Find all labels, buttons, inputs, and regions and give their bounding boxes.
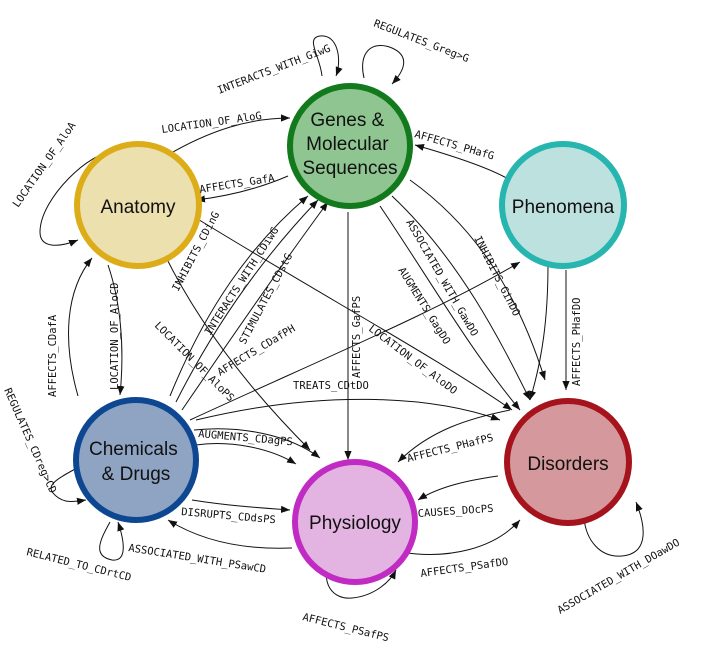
label-affects-phafdo: AFFECTS_PHafDO [571,297,583,386]
label-affects-phafps: AFFECTS_PHafPS [406,432,495,465]
edge-affects-phafg [414,144,511,181]
node-chemicals[interactable]: Chemicals & Drugs [73,397,199,523]
node-chemicals-circle[interactable] [73,397,199,523]
node-phenomena-label: Phenomena [512,197,615,218]
edge-inhibits-gindo [409,179,546,381]
edge-location-of-alog [165,114,291,157]
node-physiology[interactable]: Physiology [292,459,418,585]
node-genes-circle[interactable] [287,83,413,209]
edge-stimulates-cdstg [181,201,329,411]
label-affects-gafps: AFFECTS_GafPS [351,296,363,378]
label-disrupts-cddsps: DISRUPTS_CDdsPS [181,506,277,526]
edge-interacts-with-cdiwg [175,199,319,403]
edge-related-to-cdrtcd [99,521,125,561]
edge-causes-docps [417,475,499,501]
edge-interacts-with-giwg [313,35,343,77]
node-physiology-circle[interactable] [292,459,418,585]
node-phenomena-circle[interactable] [499,141,627,269]
node-chemicals-label: Chemicals & Drugs [89,439,183,485]
label-affects-cdafa: AFFECTS_CDafA [47,314,59,397]
edge-disrupts-cddsps [191,499,291,513]
edge-location-of-alocd [107,264,125,396]
node-phenomena[interactable]: Phenomena [499,141,627,269]
node-anatomy[interactable]: Anatomy [74,141,202,269]
edge-affects-cdafph [189,261,521,421]
edge-affects-psafdo [399,519,521,555]
node-anatomy-label: Anatomy [101,197,176,218]
edge-location-of-alodo [195,217,513,411]
edge-chem-phys-2 [193,428,321,459]
edge-augments-gagdo [379,205,521,411]
edge-phenomena-disorders-2 [529,263,549,401]
label-associated-with-doawdo: ASSOCIATED_WITH_DOawDO [556,537,682,617]
node-genes-label: Genes & Molecular Sequences [302,110,397,179]
label-treats-cdtdo: TREATS_CDtDO [293,380,369,392]
label-location-of-aloa: LOCATION_OF_AloA [11,119,79,209]
label-augments-cdagps: AUGMENTS_CDagPS [198,428,294,448]
label-regulates-cdreg-cd: REGULATES_CDreg>CD [1,386,58,495]
edge-treats-cdtdo [195,398,501,421]
edge-affects-gafa [195,175,289,203]
edge-regulates-greg-g [362,45,405,85]
edge-associated-with-psawcd [167,519,293,549]
edge-augments-cdagps [195,443,297,465]
edge-location-of-aloa [39,152,113,247]
label-interacts-with-giwg: INTERACTS_WITH_GiwG [216,43,332,97]
node-disorders[interactable]: Disorders [504,398,632,526]
node-physiology-label: Physiology [309,513,401,534]
node-disorders-circle[interactable] [504,398,632,526]
edge-associated-with-gawdo [391,195,531,401]
label-affects-psafdo: AFFECTS_PSafDO [420,556,509,580]
label-causes-docps: CAUSES_DOcPS [417,503,494,520]
label-affects-psafps: AFFECTS_PSafPS [301,611,390,644]
label-regulates-greg-g: REGULATES_Greg>G [372,18,471,65]
node-genes[interactable]: Genes & Molecular Sequences [287,83,413,209]
edge-inhibits-cding [169,195,309,397]
edge-affects-phafps [397,409,511,463]
edge-location-of-alops [159,244,311,451]
edge-regulates-cdreg-cd [50,467,87,505]
edge-associated-with-doawdo [583,501,644,557]
edge-affects-cdafa [68,257,93,397]
node-anatomy-circle[interactable] [74,141,202,269]
label-associated-with-gawdo: ASSOCIATED_WITH_GawDO [403,218,480,339]
label-associated-with-psawcd: ASSOCIATED_WITH_PSawCD [128,542,267,576]
label-related-to-cdrtcd: RELATED_TO_CDrtCD [25,546,132,584]
label-location-of-alocd: LOCATION_OF_AloCD [109,283,121,390]
label-affects-cdafph: AFFECTS_CDafPH [215,323,297,379]
node-disorders-label: Disorders [527,454,608,475]
label-location-of-alog: LOCATION_OF_AloG [161,110,263,136]
edges [39,35,644,599]
